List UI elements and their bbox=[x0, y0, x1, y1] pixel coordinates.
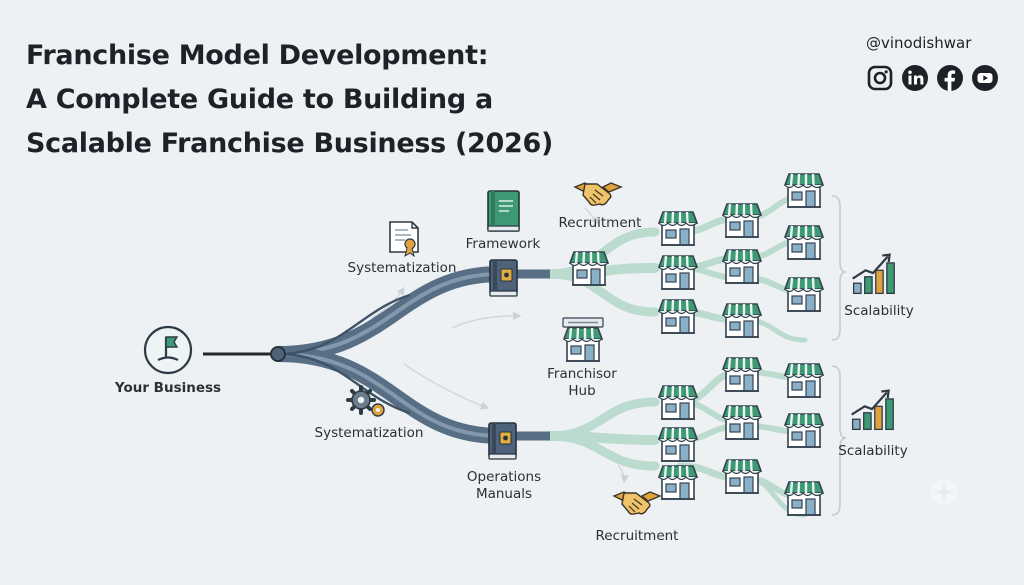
scalability-bottom-label: Scalability bbox=[838, 443, 907, 459]
franchise-store-unit bbox=[568, 250, 610, 287]
title-line-2: A Complete Guide to Building a bbox=[26, 84, 493, 115]
franchise-store-unit bbox=[783, 172, 825, 209]
title-line-1: Franchise Model Development: bbox=[26, 40, 489, 71]
framework-book-icon bbox=[487, 190, 520, 232]
flow-stream bbox=[545, 397, 660, 441]
author-handle[interactable]: @vinodishwar bbox=[866, 34, 972, 52]
franchise-store-unit bbox=[721, 248, 763, 285]
growth-chart-bottom-icon bbox=[850, 389, 895, 431]
instagram-icon[interactable] bbox=[866, 64, 894, 92]
recruitment-bottom-label: Recruitment bbox=[596, 528, 679, 544]
handshake-top-icon bbox=[574, 182, 622, 206]
franchise-store-unit bbox=[721, 458, 763, 495]
social-links bbox=[866, 64, 999, 92]
gears-icon bbox=[346, 385, 385, 417]
franchise-store-unit bbox=[657, 384, 699, 421]
facebook-icon[interactable] bbox=[936, 64, 964, 92]
title-line-3: Scalable Franchise Business (2026) bbox=[26, 128, 554, 159]
guide-arrows bbox=[371, 207, 630, 484]
systematization-top-label: Systematization bbox=[348, 260, 457, 276]
franchise-store-unit bbox=[721, 302, 763, 339]
systematization-bottom-label: Systematization bbox=[315, 425, 424, 441]
youtube-icon[interactable] bbox=[971, 64, 999, 92]
franchise-store-unit bbox=[657, 464, 699, 501]
scalability-braces bbox=[831, 195, 847, 516]
franchise-store-unit bbox=[721, 202, 763, 239]
franchisor-hub-label-line2: Hub bbox=[568, 383, 595, 399]
recruitment-top-label: Recruitment bbox=[559, 215, 642, 231]
franchise-store-unit bbox=[721, 404, 763, 441]
operations-manuals-label-line1: Operations bbox=[467, 469, 541, 485]
your-business-icon[interactable] bbox=[143, 325, 193, 375]
franchisor-hub-icon bbox=[562, 317, 604, 363]
franchise-store-unit bbox=[783, 276, 825, 313]
operations-manual-icon bbox=[488, 422, 517, 460]
flow-stream bbox=[545, 269, 660, 317]
growth-chart-top-icon bbox=[851, 253, 896, 295]
franchise-store-unit bbox=[657, 298, 699, 335]
flow-stream bbox=[545, 431, 660, 471]
franchise-store-unit bbox=[657, 210, 699, 247]
sparkle-icon bbox=[931, 479, 957, 505]
scalability-top-label: Scalability bbox=[844, 303, 913, 319]
franchise-store-unit bbox=[657, 426, 699, 463]
franchise-store-unit bbox=[657, 254, 699, 291]
franchise-store-unit bbox=[783, 224, 825, 261]
franchise-store-unit bbox=[783, 412, 825, 449]
branch-origin-node bbox=[270, 346, 286, 362]
your-business-label: Your Business bbox=[114, 380, 221, 396]
franchise-store-unit bbox=[721, 356, 763, 393]
certificate-icon bbox=[389, 221, 419, 258]
franchisor-hub-label-line1: Franchisor bbox=[547, 366, 617, 382]
framework-label: Framework bbox=[466, 236, 541, 252]
franchise-store-unit bbox=[783, 362, 825, 399]
franchise-store-unit bbox=[783, 480, 825, 517]
business-branch-trunk bbox=[277, 266, 550, 444]
handshake-bottom-icon bbox=[613, 491, 661, 515]
operations-manuals-label-line2: Manuals bbox=[476, 486, 532, 502]
framework-manual-icon bbox=[489, 259, 518, 297]
linkedin-icon[interactable] bbox=[901, 64, 929, 92]
page-title: Franchise Model Development: A Complete … bbox=[26, 34, 553, 166]
